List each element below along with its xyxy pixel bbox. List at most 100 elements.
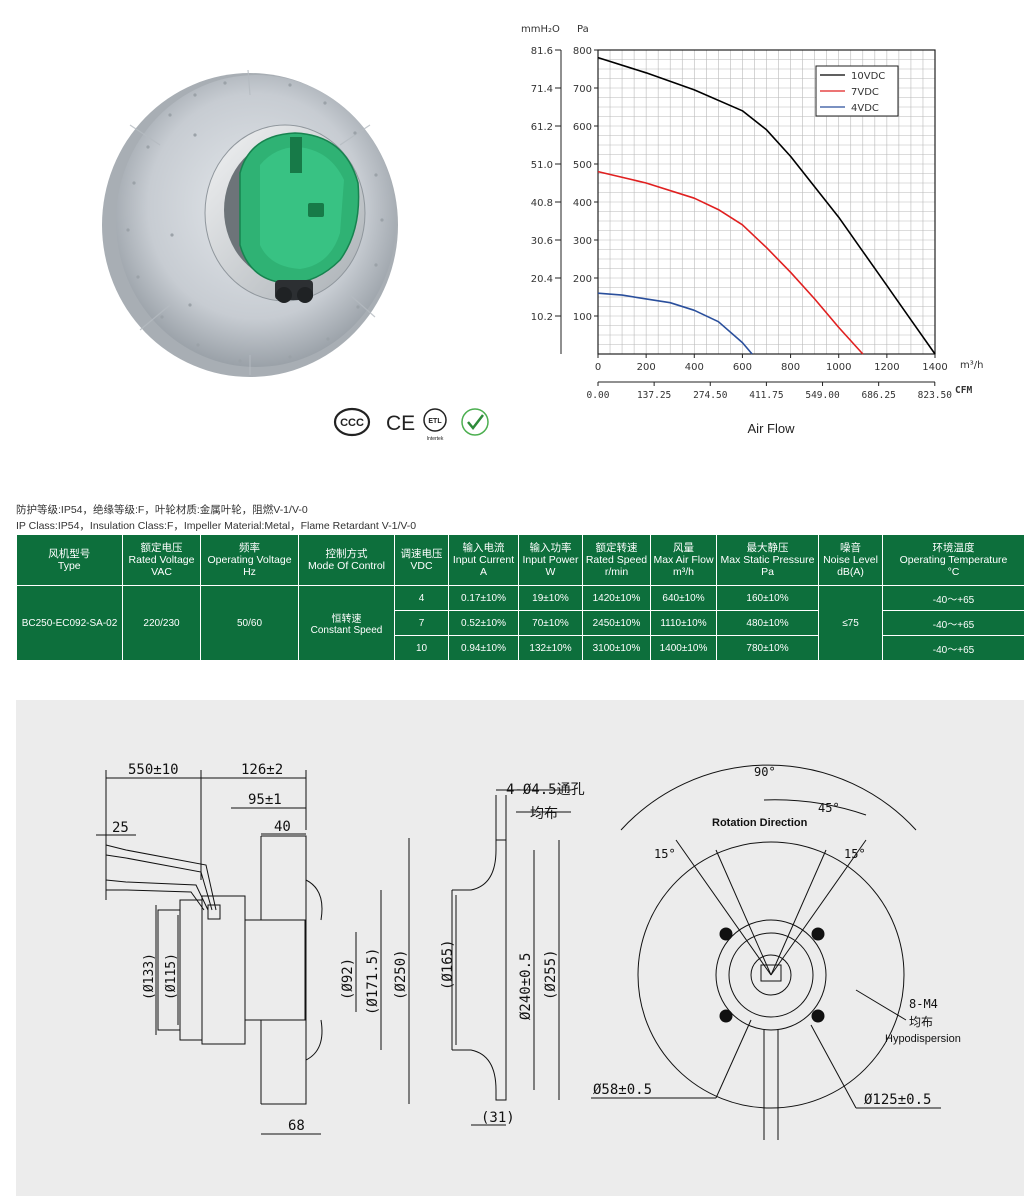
x-tick-label: 0	[595, 362, 601, 373]
cell-vdc: 4	[395, 586, 449, 611]
dim-cable-length: 550±10	[128, 762, 179, 778]
y-tick-label-mmh2o: 20.4	[531, 274, 553, 285]
y-tick-label-pa: 500	[573, 160, 592, 171]
spec-line-english: IP Class:IP54，Insulation Class:F，Impelle…	[16, 518, 416, 533]
dim-d255: (Ø255)	[543, 949, 559, 1000]
cell-temp: -40～+65	[883, 586, 1024, 611]
dim-68: 68	[288, 1118, 305, 1134]
x-unit-secondary-label: CFM	[955, 385, 972, 396]
rotation-direction: Rotation Direction	[712, 817, 808, 829]
cell-vdc: 10	[395, 636, 449, 661]
note-holes: 4-Ø4.5通孔	[506, 782, 585, 798]
note-hypodispersion: Hypodispersion	[885, 1033, 961, 1045]
cell-current: 0.17±10%	[449, 586, 519, 611]
fan-product-photo	[100, 55, 400, 385]
cell-flow: 640±10%	[651, 586, 717, 611]
legend-7vdc: 7VDC	[851, 87, 879, 98]
middle-view: 4-Ø4.5通孔 均布 (Ø165) Ø240±0.5 (Ø255) (31)	[440, 782, 585, 1126]
cell-vdc: 7	[395, 611, 449, 636]
legend-4vdc: 4VDC	[851, 103, 879, 114]
y-tick-label-mmh2o: 61.2	[531, 122, 553, 133]
x-tick-label: 1000	[826, 362, 851, 373]
y-tick-label-pa: 200	[573, 274, 592, 285]
ce-mark: CE	[386, 412, 415, 435]
cell-power: 19±10%	[519, 586, 583, 611]
angle-15-left: 15°	[654, 847, 676, 861]
y-tick-label-mmh2o: 30.6	[531, 236, 553, 247]
y-tick-label-mmh2o: 71.4	[531, 84, 553, 95]
y-tick-label-mmh2o: 81.6	[531, 46, 553, 57]
certification-marks: CCC CE ETL Intertek	[330, 402, 500, 442]
x-tick-label-cfm: 823.50	[918, 390, 953, 401]
front-view: 90° 45° 15° 15° Rotation Direction 8-M4 …	[591, 765, 961, 1140]
cell-power: 70±10%	[519, 611, 583, 636]
cell-current: 0.94±10%	[449, 636, 519, 661]
dim-overall-length: 126±2	[241, 762, 283, 778]
angle-45: 45°	[818, 801, 840, 815]
y-unit-primary-label: Pa	[577, 24, 589, 35]
dim-d58: Ø58±0.5	[593, 1082, 652, 1098]
legend-10vdc: 10VDC	[851, 71, 885, 82]
cell-speed: 3100±10%	[583, 636, 651, 661]
x-tick-label-cfm: 274.50	[693, 390, 728, 401]
side-view: 550±10 126±2 95±1 40 25 (Ø133) (Ø115) (Ø…	[96, 762, 409, 1134]
cell-pressure: 480±10%	[717, 611, 819, 636]
cell-temp: -40～+65	[883, 611, 1024, 636]
y-tick-label-pa: 700	[573, 84, 592, 95]
y-tick-label-pa: 100	[573, 312, 592, 323]
dim-25: 25	[112, 820, 129, 836]
dim-d240: Ø240±0.5	[518, 953, 534, 1020]
y-tick-label-pa: 800	[573, 46, 592, 57]
x-axis-title: Air Flow	[748, 421, 796, 436]
cell-type: BC250-EC092-SA-02	[17, 586, 123, 661]
x-tick-label: 200	[637, 362, 656, 373]
cell-noise: ≤75	[819, 586, 883, 661]
dim-d125: Ø125±0.5	[864, 1092, 931, 1108]
etl-mark: ETL Intertek	[424, 409, 446, 442]
dim-d171: (Ø171.5)	[365, 948, 381, 1015]
note-m4-distributed: 均布	[909, 1015, 933, 1029]
dim-31: (31)	[481, 1110, 515, 1126]
x-tick-label-cfm: 686.25	[861, 390, 895, 401]
cell-speed: 1420±10%	[583, 586, 651, 611]
cell-flow: 1110±10%	[651, 611, 717, 636]
note-distributed: 均布	[530, 806, 558, 822]
x-tick-label: 1400	[922, 362, 947, 373]
x-tick-label: 400	[685, 362, 704, 373]
technical-drawing-panel: 550±10 126±2 95±1 40 25 (Ø133) (Ø115) (Ø…	[16, 700, 1024, 1196]
dim-40: 40	[274, 819, 291, 835]
dim-d115: (Ø115)	[164, 953, 179, 1000]
x-tick-label-cfm: 0.00	[587, 390, 610, 401]
angle-15-right: 15°	[844, 847, 866, 861]
series-line-4vdc	[598, 293, 752, 354]
performance-chart: 10020030040050060070080010.220.430.640.8…	[505, 10, 1005, 440]
dim-d92: (Ø92)	[340, 958, 356, 1000]
svg-text:ETL: ETL	[428, 418, 442, 425]
cell-rated-voltage: 220/230	[123, 586, 201, 661]
angle-90: 90°	[754, 765, 776, 779]
y-tick-label-pa: 400	[573, 198, 592, 209]
dim-d165: (Ø165)	[440, 939, 456, 990]
x-tick-label: 600	[733, 362, 752, 373]
x-tick-label: 1200	[874, 362, 899, 373]
x-tick-label-cfm: 137.25	[637, 390, 671, 401]
x-tick-label-cfm: 411.75	[749, 390, 783, 401]
ccc-text: CCC	[340, 417, 364, 429]
note-m4: 8-M4	[909, 997, 938, 1011]
chart-legend: 10VDC 7VDC 4VDC	[816, 66, 898, 116]
dim-d133: (Ø133)	[142, 953, 157, 1000]
